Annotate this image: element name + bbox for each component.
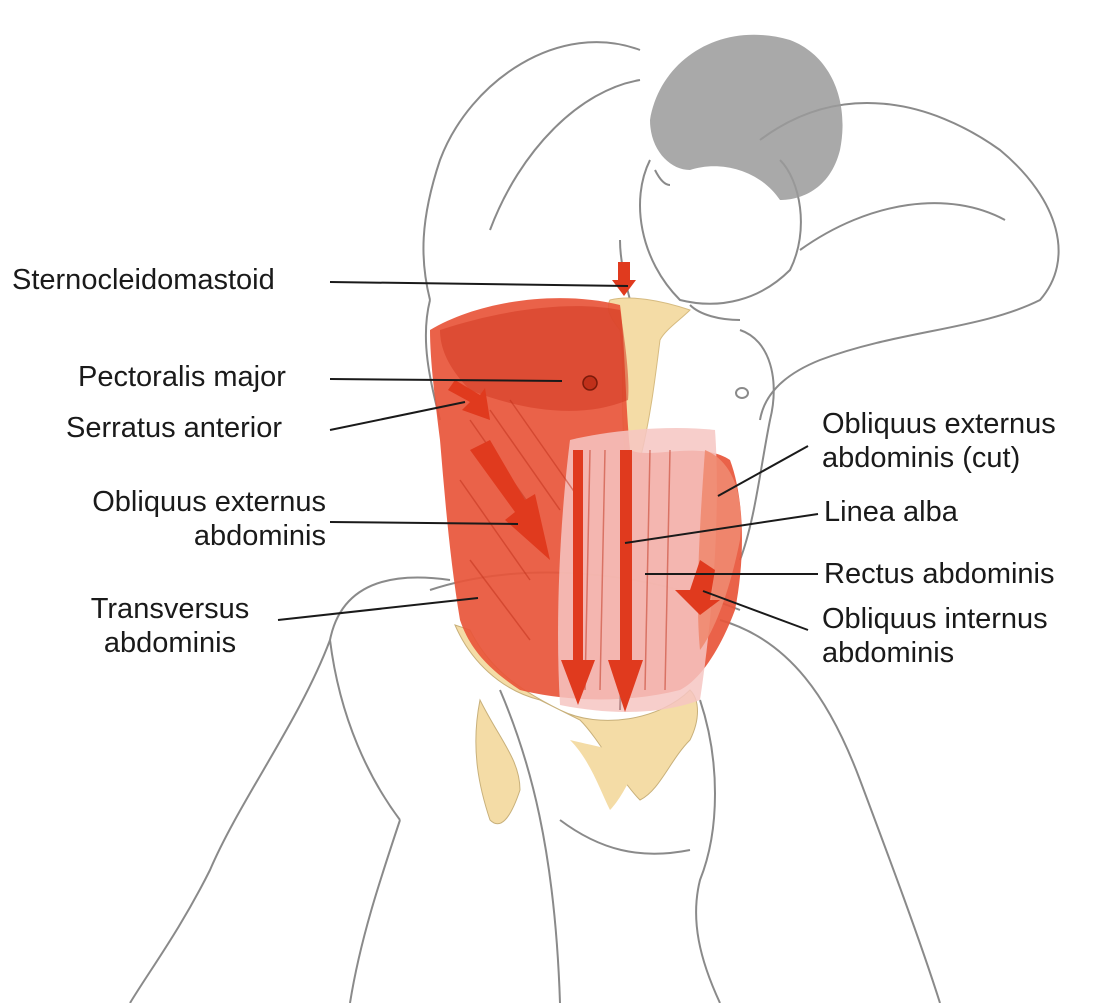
label-serratus-anterior: Serratus anterior [66, 411, 282, 445]
arrow-sternocleidomastoid [612, 262, 636, 296]
label-rectus-abdominis: Rectus abdominis [824, 557, 1055, 591]
label-transversus-line1: Transversus [70, 592, 270, 626]
label-obliquus-externus-cut-line2: abdominis (cut) [822, 441, 1056, 475]
hair [650, 35, 843, 200]
label-obliquus-externus-cut: Obliquus externus abdominis (cut) [822, 407, 1056, 475]
label-pectoralis-major: Pectoralis major [78, 360, 286, 394]
label-obliquus-externus-cut-line1: Obliquus externus [822, 407, 1056, 441]
label-obliquus-internus: Obliquus internus abdominis [822, 602, 1048, 670]
label-obliquus-internus-line2: abdominis [822, 636, 1048, 670]
label-obliquus-externus: Obliquus externus abdominis [44, 485, 326, 553]
leader-sternocleidomastoid [330, 282, 628, 286]
label-sternocleidomastoid: Sternocleidomastoid [12, 263, 275, 297]
label-obliquus-externus-line1: Obliquus externus [44, 485, 326, 519]
leader-transversus [278, 598, 478, 620]
label-transversus-line2: abdominis [70, 626, 270, 660]
pectoralis-marker [583, 376, 597, 390]
label-linea-alba: Linea alba [824, 495, 958, 529]
label-obliquus-externus-line2: abdominis [44, 519, 326, 553]
label-obliquus-internus-line1: Obliquus internus [822, 602, 1048, 636]
label-transversus: Transversus abdominis [70, 592, 270, 660]
